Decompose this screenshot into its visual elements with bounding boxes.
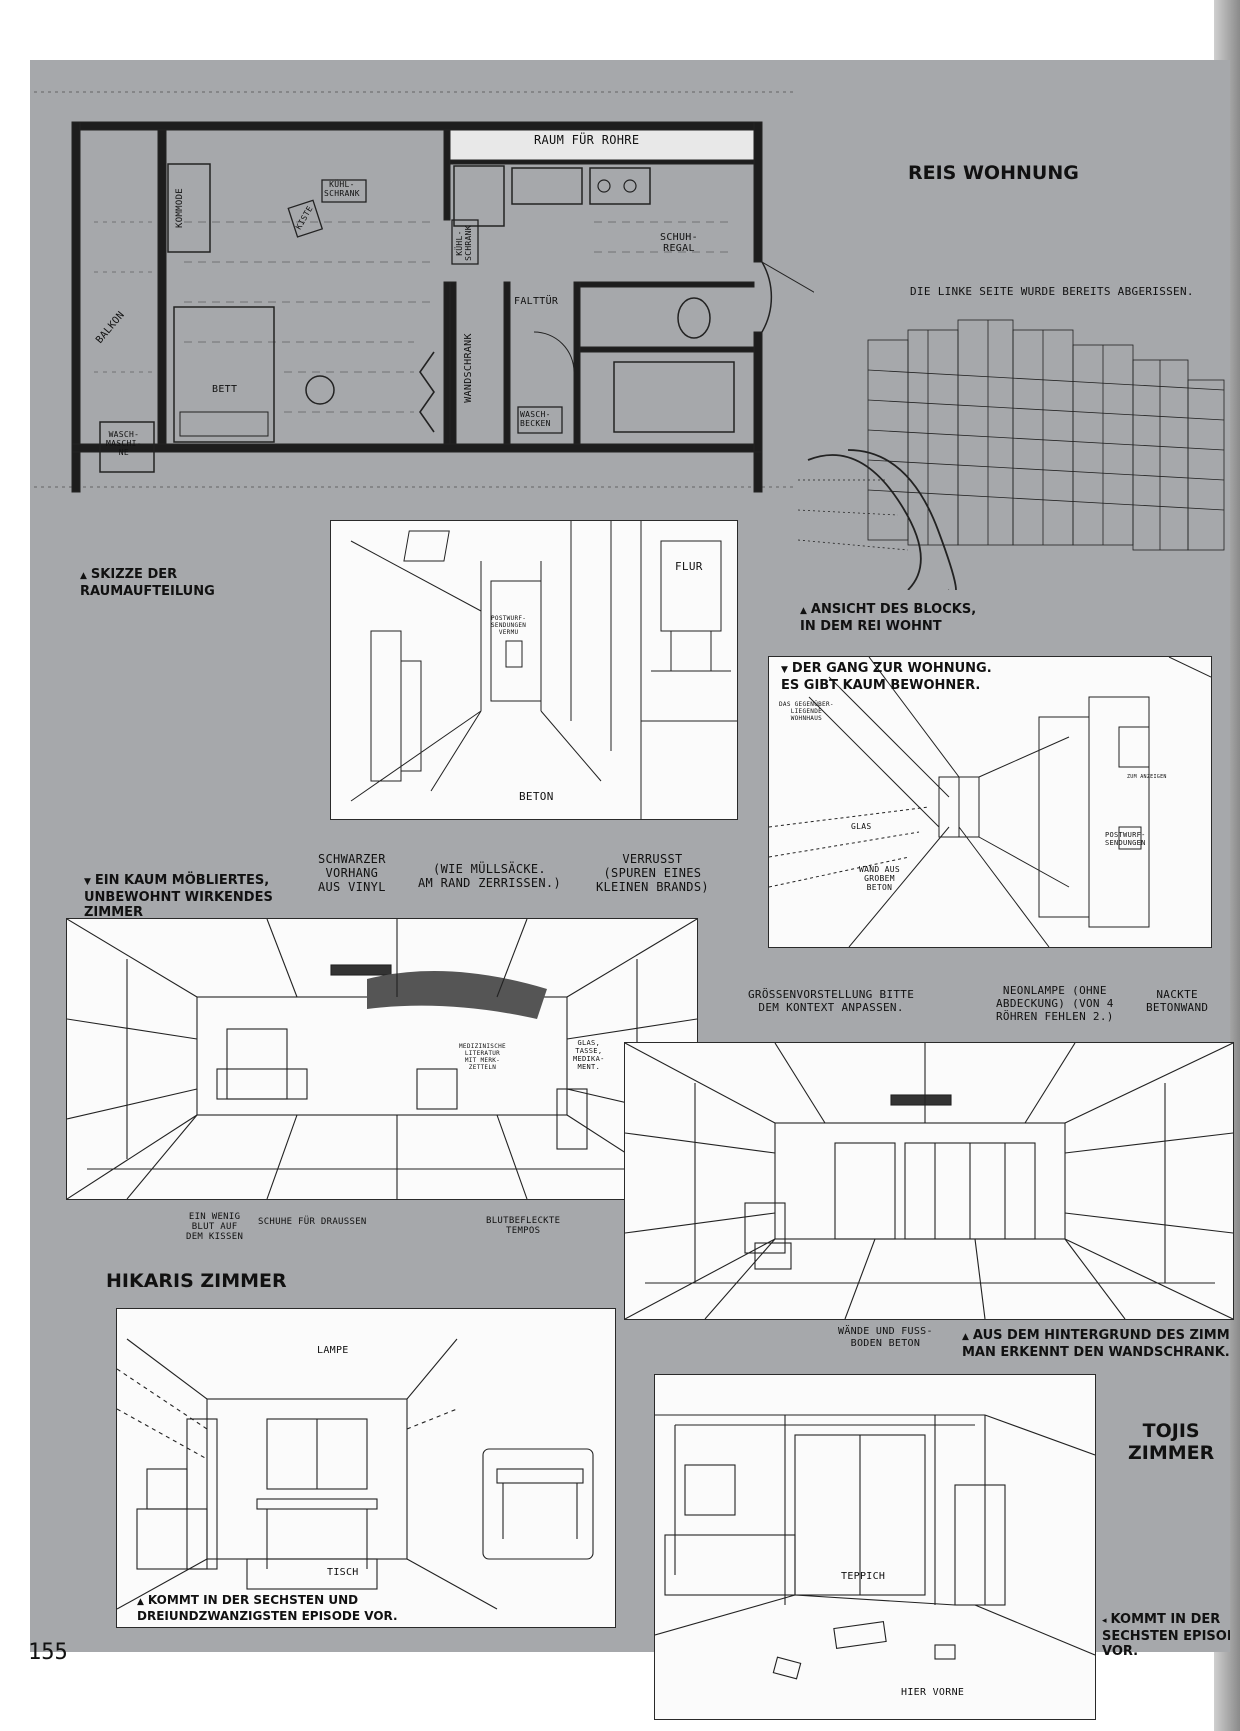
beton-label: BETON: [519, 790, 554, 803]
caption-toji-episode-text: KOMMT IN DER SECHSTEN EPISODE VOR.: [1102, 1612, 1230, 1659]
triangle-down-icon: ▼: [84, 877, 91, 887]
heading-reis-wohnung: REIS WOHNUNG: [908, 162, 1079, 184]
triangle-up-icon: ▲: [962, 1332, 969, 1342]
flur-label: FLUR: [675, 560, 703, 573]
caption-zimmer: ▼EIN KAUM MÖBLIERTES, UNBEWOHNT WIRKENDE…: [84, 873, 273, 920]
caption-gang: ▼DER GANG ZUR WOHNUNG. ES GIBT KAUM BEWO…: [781, 661, 992, 693]
caption-block-note: DIE LINKE SEITE WURDE BEREITS ABGERISSEN…: [910, 285, 1194, 298]
caption-toji-episode: ◂KOMMT IN DER SECHSTEN EPISODE VOR.: [1102, 1612, 1230, 1659]
hier-vorne-label: HIER VORNE: [901, 1687, 965, 1698]
room2-panel: [624, 1042, 1234, 1320]
teppich-label: TEPPICH: [841, 1571, 886, 1582]
blut-note: EIN WENIG BLUT AUF DEM KISSEN: [186, 1212, 244, 1242]
nackte-note: NACKTE BETONWAND: [1146, 988, 1209, 1014]
gang-panel: ▼DER GANG ZUR WOHNUNG. ES GIBT KAUM BEWO…: [768, 656, 1212, 948]
postwurf-gang-label: POSTWURF- SENDUNGEN: [1105, 831, 1146, 847]
verrusst-note: VERRUSST (SPUREN EINES KLEINEN BRANDS): [596, 852, 709, 894]
floorplan-drawing: [34, 91, 825, 493]
floorplan-sketch: RAUM FÜR ROHRE KÜHL- SCHRANK KISTE KÜHL-…: [34, 72, 825, 502]
caption-hintergrund-text: AUS DEM HINTERGRUND DES ZIMM MAN ERKENNT…: [962, 1328, 1230, 1360]
caption-gang-text: DER GANG ZUR WOHNUNG. ES GIBT KAUM BEWOH…: [781, 661, 992, 693]
caption-zimmer-text: EIN KAUM MÖBLIERTES, UNBEWOHNT WIRKENDES…: [84, 873, 273, 920]
label-schuhregal: SCHUH- REGAL: [660, 232, 698, 254]
literatur-note: MEDIZINISCHE LITERATUR MIT MERK- ZETTELN: [459, 1043, 506, 1071]
page-number: 155: [28, 1640, 68, 1665]
caption-hikari-episode-text: KOMMT IN DER SECHSTEN UND DREIUNDZWANZIG…: [137, 1593, 398, 1623]
label-falttuer: FALTTÜR: [514, 296, 559, 307]
zum-anzeigen-label: ZUM ANZEIGEN: [1127, 774, 1167, 780]
lampe-label: LAMPE: [317, 1345, 349, 1356]
gegenueber-label: DAS GEGENÜBER- LIEGENDE WOHNHAUS: [779, 701, 834, 722]
toji-drawing: [655, 1414, 1095, 1680]
room2-drawing: [625, 1043, 1233, 1319]
toji-panel: TEPPICH HIER VORNE: [654, 1374, 1096, 1720]
flur-drawing: [350, 521, 737, 819]
label-raum-fuer-rohre: RAUM FÜR ROHRE: [534, 133, 640, 147]
hikari-panel: LAMPE TISCH ▲KOMMT IN DER SECHSTEN UND D…: [116, 1308, 616, 1628]
glas-label: GLAS: [851, 822, 872, 831]
heading-tojis-zimmer: TOJIS ZIMMER: [1128, 1420, 1215, 1464]
label-kuehlschrank-1: KÜHL- SCHRANK: [324, 180, 360, 198]
caption-hikari-episode: ▲KOMMT IN DER SECHSTEN UND DREIUNDZWANZI…: [137, 1593, 398, 1623]
caption-ansicht: ▲ANSICHT DES BLOCKS, IN DEM REI WOHNT: [800, 602, 976, 634]
triangle-down-icon: ▼: [781, 665, 788, 675]
schuhe-note: SCHUHE FÜR DRAUSSEN: [258, 1217, 367, 1227]
label-waschbecken: WASCH- BECKEN: [520, 410, 551, 428]
label-kommode: KOMMODE: [175, 187, 186, 229]
glas-tasse-note: GLAS, TASSE, MEDIKA- MENT.: [573, 1039, 605, 1071]
tisch-label: TISCH: [327, 1567, 359, 1578]
block-view-drawing: [797, 300, 1226, 595]
waende-note: WÄNDE UND FUSS- BODEN BETON: [838, 1326, 933, 1349]
label-bett: BETT: [212, 384, 238, 395]
gang-drawing: [769, 657, 1211, 947]
triangle-up-icon: ▲: [137, 1597, 144, 1607]
groesse-note: GRÖSSENVORSTELLUNG BITTE DEM KONTEXT ANP…: [748, 988, 915, 1014]
postwurf-label: POSTWURF- SENDUNGEN VERMU: [491, 615, 527, 636]
neonlampe-note: NEONLAMPE (OHNE ABDECKUNG) (VON 4 RÖHREN…: [996, 984, 1114, 1023]
hikari-drawing: [117, 1338, 594, 1610]
caption-hintergrund: ▲AUS DEM HINTERGRUND DES ZIMM MAN ERKENN…: [962, 1328, 1230, 1360]
heading-hikaris-zimmer: HIKARIS ZIMMER: [106, 1270, 287, 1292]
label-wandschrank: WANDSCHRANK: [462, 333, 474, 403]
flur-panel: FLUR BETON POSTWURF- SENDUNGEN VERMU: [330, 520, 738, 820]
tempos-note: BLUTBEFLECKTE TEMPOS: [486, 1216, 561, 1236]
caption-skizze: ▲SKIZZE DER RAUMAUFTEILUNG: [80, 567, 215, 599]
muell-note: (WIE MÜLLSÄCKE. AM RAND ZERRISSEN.): [418, 862, 561, 890]
triangle-up-icon: ▲: [80, 571, 87, 581]
label-waschmaschine: WASCH- MASCHI- NE: [106, 430, 142, 457]
caption-ansicht-text: ANSICHT DES BLOCKS, IN DEM REI WOHNT: [800, 602, 977, 634]
vorhang-note: SCHWARZER VORHANG AUS VINYL: [318, 852, 386, 894]
caption-skizze-text: SKIZZE DER RAUMAUFTEILUNG: [80, 567, 215, 599]
label-kuehlschrank-2: KÜHL- SCHRANK: [454, 225, 473, 261]
triangle-up-icon: ▲: [800, 606, 807, 616]
zimmer-panel: MEDIZINISCHE LITERATUR MIT MERK- ZETTELN…: [66, 918, 698, 1200]
wand-label: WAND AUS GROBEM BETON: [859, 865, 900, 892]
block-buildings: [797, 319, 1225, 595]
triangle-left-icon: ◂: [1102, 1616, 1107, 1626]
